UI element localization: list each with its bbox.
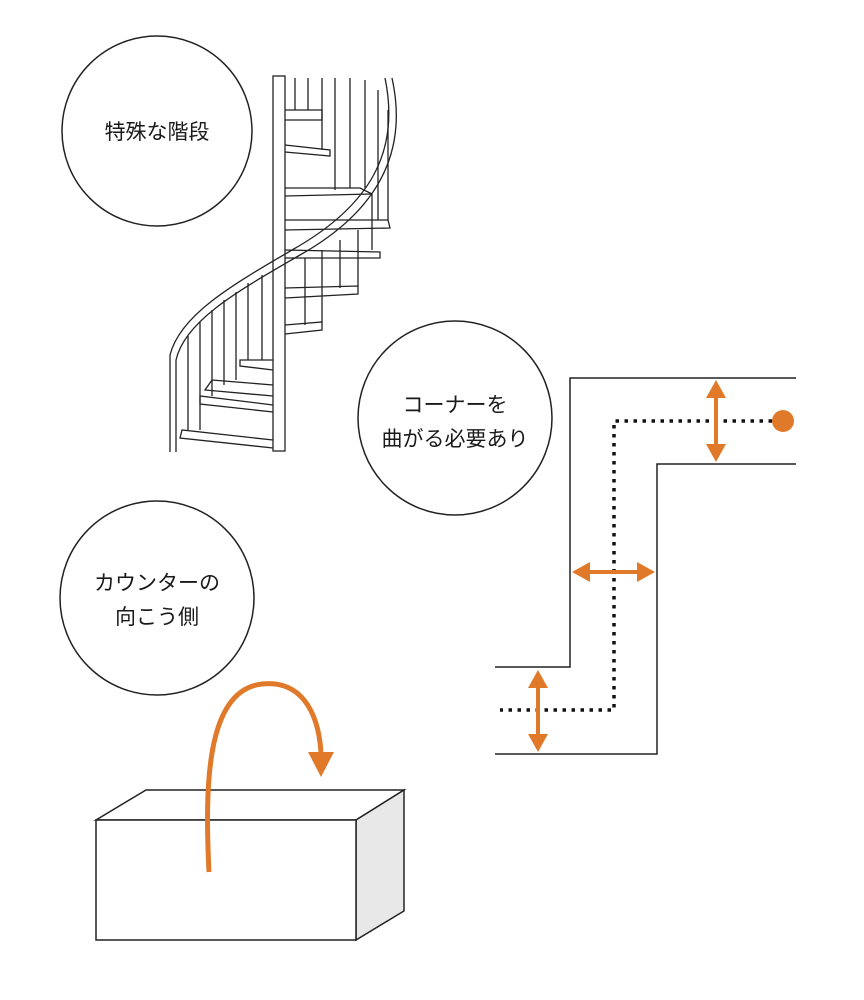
box-top [93,789,407,821]
counter-label-line2: 向こう側 [115,605,199,629]
width-arrow-bottom-icon [528,670,548,752]
carry-path-line [500,419,772,712]
width-arrow-top-icon [706,380,726,462]
path-end-dot [772,410,794,432]
over-counter-arrow-icon [205,681,334,873]
counter-bubble: カウンターの 向こう側 [59,500,255,696]
corner-label-line2: 曲がる必要あり [382,427,529,451]
box-front [95,819,357,941]
corridor-inner-wall [495,463,796,755]
bubble-circle [61,35,253,227]
counter-label-line1: カウンターの [94,571,220,595]
spiral-staircase-icon [169,75,397,452]
corner-label-line1: コーナーを [403,393,508,417]
special-stairs-bubble: 特殊な階段 [61,35,253,227]
corridor-outer-wall [495,377,796,668]
l-shaped-corridor-icon [495,377,796,755]
width-arrow-middle-icon [572,562,655,582]
bubble-circle [59,500,255,696]
bubble-circle [357,320,553,516]
counter-box-icon [93,788,407,942]
corner-bubble: コーナーを 曲がる必要あり [357,320,553,516]
special-stairs-label: 特殊な階段 [105,120,210,144]
